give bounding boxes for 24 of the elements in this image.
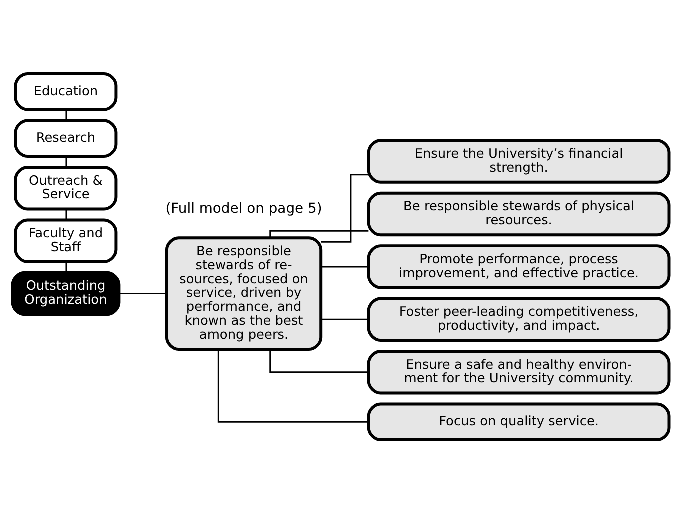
connector [66, 209, 68, 220]
label: (Full model on page 5) [166, 200, 322, 216]
connector [270, 349, 369, 373]
node-box: Outreach & Service [14, 165, 118, 210]
connector [270, 230, 369, 238]
connector [218, 349, 368, 422]
node-box: Be responsible stewards of re- sources, focused on service, driven by performance, and known as the best among peers. [165, 236, 323, 350]
node-box: Research [14, 118, 118, 158]
node-box: Faculty and Staff [14, 218, 118, 263]
node-box: Promote performance, process improvement, and effective practice. [367, 244, 671, 289]
connector [66, 109, 68, 120]
connector [66, 156, 68, 167]
node-box: Ensure a safe and healthy environ- ment for the University community. [367, 350, 671, 394]
node-box: Be responsible stewards of physical resources. [367, 191, 671, 236]
connector [321, 318, 369, 320]
connector [321, 266, 369, 268]
node-box: Outstanding Organization [11, 270, 121, 316]
node-box: Ensure the University’s financial strength. [367, 138, 671, 184]
connector [321, 174, 369, 242]
connector [119, 292, 167, 294]
node-box: Foster peer-leading competitiveness, productivity, and impact. [367, 296, 671, 342]
node-box: Education [14, 72, 118, 111]
node-box: Focus on quality service. [367, 402, 671, 442]
connector [66, 262, 68, 272]
